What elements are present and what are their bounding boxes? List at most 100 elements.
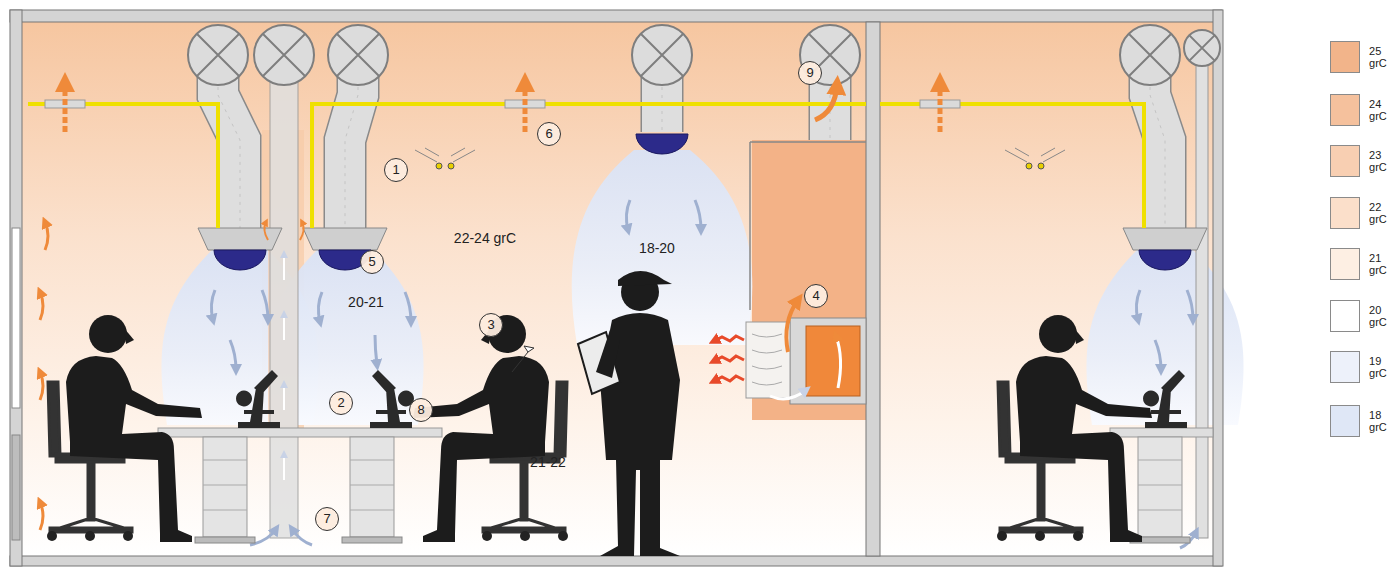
chair-wheel (47, 531, 57, 541)
radiator (12, 435, 20, 540)
warm-air-arrow (45, 222, 48, 250)
intake-arrow (292, 529, 312, 545)
callout-number: 5 (360, 250, 384, 274)
callout-number: 6 (537, 122, 561, 146)
fan-symbol (1184, 30, 1220, 66)
ceiling-light (1038, 163, 1044, 169)
heat-arrow (786, 300, 798, 352)
microscope (1143, 370, 1187, 428)
person-arm (596, 330, 620, 378)
ceiling (10, 10, 1222, 22)
legend-swatch (1330, 405, 1360, 437)
window (12, 228, 20, 408)
callout-number: 4 (804, 284, 828, 308)
diffuser-hood (303, 228, 387, 250)
legend-swatch (1330, 197, 1360, 229)
callout-number: 2 (329, 391, 353, 415)
person-head (124, 328, 134, 344)
air-diffuser (214, 250, 266, 270)
air-diffuser (636, 134, 688, 154)
up-flow-arrow (283, 454, 285, 480)
desk-pedestal (1138, 437, 1182, 537)
legend-row: 20 grC (1330, 299, 1393, 333)
temperature-label: 20-21 (346, 294, 386, 310)
standing-person (578, 271, 680, 556)
heat-radiation-arrow (714, 376, 744, 381)
callout-number: 7 (315, 507, 339, 531)
cold-air-arrow (405, 292, 411, 322)
pedestal-seam (350, 485, 394, 486)
chair-wheel (85, 531, 95, 541)
legend-swatch (1330, 248, 1360, 280)
microscope (1143, 370, 1187, 428)
microscope (370, 370, 414, 428)
fan-symbol (188, 25, 248, 85)
legend-text: 20 grC (1369, 304, 1393, 328)
pedestal-seam (203, 460, 247, 461)
legend-row: 19 grC (1330, 350, 1393, 384)
temperature-label: 22-24 grC (452, 230, 518, 246)
microscope (236, 370, 280, 428)
desk-foot (342, 537, 402, 543)
exhaust-arrow (938, 82, 943, 132)
fan-symbol (1120, 25, 1180, 85)
desk-top (158, 428, 442, 437)
chair-wheel (520, 531, 530, 541)
legend-text: 18 grC (1369, 409, 1393, 433)
temperature-label: 21-22 (528, 454, 568, 470)
legend-text: 19 grC (1369, 355, 1393, 379)
desk-pedestal (203, 437, 247, 537)
pedestal-seam (1138, 510, 1182, 511)
grille-slat (752, 334, 782, 337)
warm-air-arrow (40, 372, 43, 400)
cold-air-arrow (375, 335, 377, 365)
legend-swatch (1330, 41, 1360, 73)
warm-air-arrow (40, 502, 43, 530)
heat-radiation-arrow (714, 356, 744, 361)
person-cap (618, 271, 672, 286)
legend-text: 23 grC (1369, 149, 1393, 173)
legend-swatch (1330, 145, 1360, 177)
person-head (1039, 315, 1077, 353)
cold-air-arrow (1136, 290, 1140, 320)
cold-air-arrow (211, 290, 215, 320)
pedestal-seam (350, 460, 394, 461)
legend-row: 24 grC (1330, 93, 1393, 127)
wall (10, 10, 22, 566)
desk-top (1110, 428, 1213, 437)
pointer-symbol (524, 346, 534, 352)
partition-wall (866, 22, 880, 556)
person-body (66, 356, 202, 542)
heater-grille (746, 322, 790, 398)
person-body (413, 356, 549, 542)
heat-arrow (836, 336, 841, 388)
desk-foot (195, 537, 255, 543)
warm-air-arrow (815, 85, 837, 120)
legend-row: 22 grC (1330, 196, 1393, 230)
grille-slat (752, 382, 782, 385)
warm-air-arrow (264, 222, 268, 240)
diffuser-hood (198, 228, 282, 250)
person-head (89, 315, 127, 353)
legend-swatch (1330, 94, 1360, 126)
chair-wheel (482, 531, 492, 541)
cold-air-arrow (262, 290, 268, 320)
exhaust-arrow (523, 82, 528, 132)
microscope (370, 370, 414, 428)
grille-slat (752, 366, 782, 369)
return-air-pipe (270, 60, 298, 538)
fan-symbol (328, 25, 388, 85)
legend-text: 22 grC (1369, 201, 1393, 225)
cold-air-arrow (1155, 340, 1161, 370)
seated-person (47, 315, 202, 542)
callout-number: 9 (798, 61, 822, 85)
suspended-ceiling (880, 104, 1144, 228)
pedestal-seam (203, 485, 247, 486)
temperature-label: 18-20 (637, 240, 677, 256)
desk-pedestal (350, 437, 394, 537)
legend-swatch (1330, 300, 1360, 332)
cold-air-plume (572, 150, 753, 345)
microscope (236, 370, 280, 428)
suspended-ceiling (28, 104, 218, 228)
